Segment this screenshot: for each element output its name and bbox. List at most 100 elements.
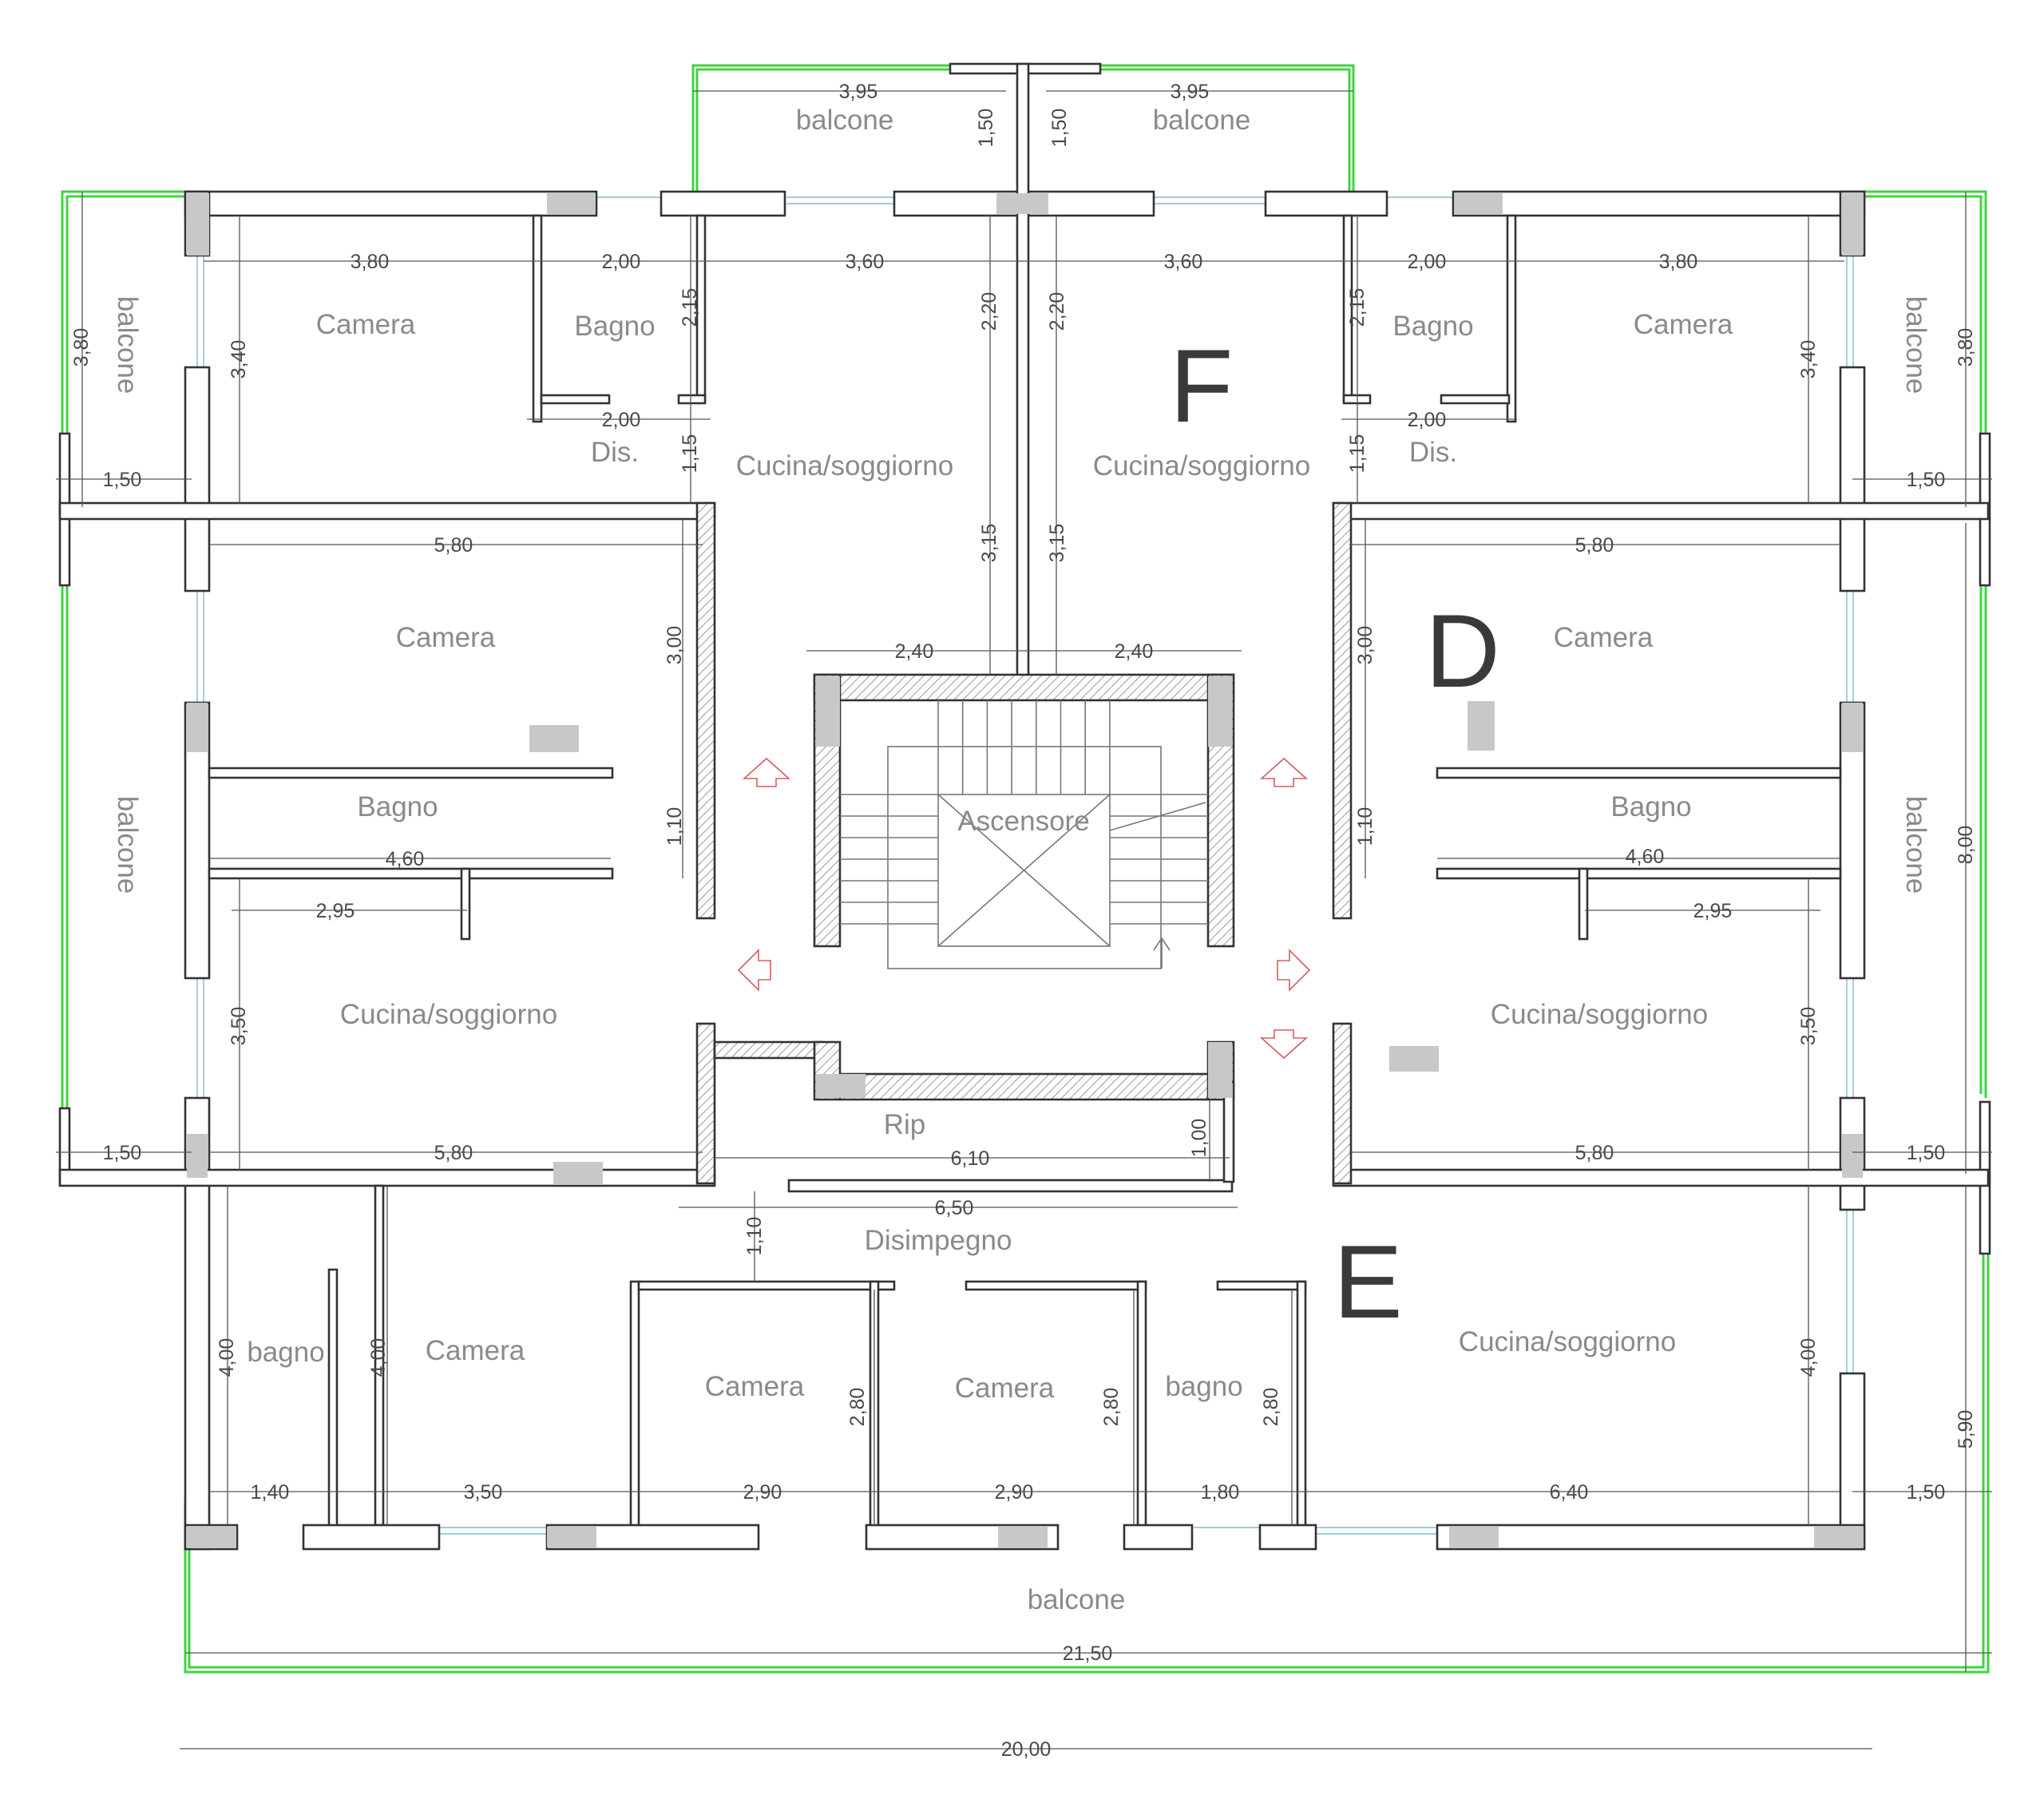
dimension-label: 1,40 — [251, 1481, 290, 1504]
dimension-label: 2,95 — [1693, 900, 1733, 922]
dimension-label: 2,00 — [1408, 251, 1447, 273]
dimension-label: 1,50 — [975, 109, 997, 148]
room-label: balcone — [1028, 1584, 1126, 1615]
dimension-label: 3,80 — [351, 251, 390, 273]
dimension-label: 2,90 — [995, 1481, 1034, 1504]
dimension-label: 2,20 — [978, 292, 1000, 331]
dimension-label: 3,00 — [1354, 626, 1377, 665]
dimension-label: 1,15 — [679, 434, 701, 474]
room-label: Cucina/soggiorno — [736, 450, 953, 481]
room-label: bagno — [247, 1337, 324, 1368]
dimension-label: 4,00 — [367, 1338, 390, 1377]
dimension-label: 1,15 — [1346, 434, 1369, 474]
dimension-label: 5,80 — [1575, 1142, 1614, 1164]
dimension-label: 3,50 — [1797, 1007, 1820, 1046]
dimension-label: 8,00 — [1955, 826, 1977, 865]
dimension-label: 1,10 — [664, 807, 686, 846]
room-label: Camera — [955, 1373, 1055, 1404]
room-label: Disimpegno — [865, 1225, 1012, 1256]
dimension-label: 1,50 — [1048, 109, 1071, 148]
dimension-label: 5,90 — [1955, 1410, 1977, 1449]
dimension-label: 2,20 — [1046, 292, 1068, 331]
dimension-labels: 3,95 3,95 3,80 2,00 3,60 3,60 2,00 3,80 … — [103, 81, 1946, 1761]
dimension-label: 2,80 — [846, 1388, 869, 1427]
unit-label-e: E — [1333, 1223, 1403, 1340]
dimension-label: 5,80 — [434, 534, 473, 557]
dimension-label: 3,40 — [228, 340, 250, 379]
dimension-label: 3,95 — [839, 81, 878, 103]
room-label: Camera — [705, 1371, 805, 1402]
dimension-label: 3,80 — [1659, 251, 1698, 273]
room-label: Camera — [316, 309, 416, 340]
dimension-label: 3,40 — [1797, 340, 1820, 379]
dimension-label: 3,80 — [70, 328, 93, 367]
dimension-label: 1,00 — [1188, 1119, 1210, 1158]
dimension-label: 1,50 — [1907, 469, 1946, 491]
room-labels: balcone balcone Camera Bagno Dis. Cucina… — [112, 105, 1931, 1615]
dimension-label: 2,80 — [1100, 1388, 1123, 1427]
dimension-label: 21,50 — [1063, 1643, 1113, 1665]
room-label: Cucina/soggiorno — [1491, 999, 1708, 1030]
dimension-label: 1,10 — [1354, 807, 1377, 846]
room-label: Camera — [396, 622, 496, 653]
dimension-label: 2,00 — [1408, 409, 1447, 431]
dimension-label: 4,60 — [386, 848, 425, 870]
dimension-label: 3,00 — [664, 626, 686, 665]
room-label: balcone — [112, 296, 143, 394]
dimension-label: 4,00 — [216, 1338, 238, 1377]
room-label: bagno — [1165, 1371, 1242, 1402]
dimension-label: 2,90 — [743, 1481, 782, 1504]
room-label: balcone — [112, 796, 143, 894]
stair-arrows — [737, 757, 1311, 1060]
dimension-label: 20,00 — [1001, 1738, 1052, 1761]
dimension-label: 3,15 — [1046, 524, 1068, 563]
room-label: Ascensore — [957, 806, 1089, 837]
dimension-label: 4,60 — [1626, 846, 1665, 868]
room-label: balcone — [796, 105, 894, 136]
dimension-label: 5,80 — [1575, 534, 1614, 557]
dimension-label: 3,60 — [846, 251, 885, 273]
dimension-label: 4,00 — [1797, 1338, 1820, 1377]
room-label: Bagno — [574, 311, 655, 342]
dimension-label: 1,80 — [1201, 1481, 1240, 1504]
dimension-label: 2,00 — [602, 251, 641, 273]
balcony-outlines — [61, 64, 1990, 1674]
dimension-label: 1,10 — [743, 1217, 766, 1256]
room-label: Rip — [884, 1109, 926, 1140]
room-label: balcone — [1153, 105, 1251, 136]
dimension-label: 1,50 — [103, 469, 142, 491]
dimension-label: 5,80 — [434, 1142, 473, 1164]
dimension-label: 2,15 — [1346, 288, 1369, 327]
dimension-label: 3,15 — [978, 524, 1000, 563]
dimension-lines — [56, 90, 1992, 1750]
room-label: Cucina/soggiorno — [1459, 1326, 1676, 1357]
dimension-label: 6,10 — [951, 1147, 990, 1170]
stairwell — [840, 700, 1208, 969]
room-label: Bagno — [357, 791, 438, 822]
dimension-label: 3,60 — [1164, 251, 1203, 273]
dimension-label: 1,50 — [1907, 1142, 1946, 1164]
dimension-label: 2,15 — [679, 288, 701, 327]
pillars — [187, 193, 1864, 1547]
dimension-label: 2,40 — [1115, 640, 1154, 663]
room-label: Camera — [1634, 309, 1733, 340]
unit-labels: F D E — [1170, 327, 1500, 1340]
room-label: Cucina/soggiorno — [340, 999, 557, 1030]
dimension-label: 1,50 — [103, 1142, 142, 1164]
room-label: Camera — [426, 1335, 525, 1366]
room-label: Cucina/soggiorno — [1093, 450, 1310, 481]
dimension-label: 6,40 — [1550, 1481, 1589, 1504]
dimension-label: 2,00 — [602, 409, 641, 431]
room-label: Bagno — [1610, 791, 1691, 822]
dimension-label: 3,50 — [228, 1007, 250, 1046]
room-label: Bagno — [1392, 311, 1473, 342]
dimension-label: 3,80 — [1955, 328, 1977, 367]
unit-label-d: D — [1425, 592, 1500, 709]
dimension-labels-vertical: 1,50 1,50 3,80 3,80 3,40 3,40 2,15 2,15 … — [70, 109, 1977, 1449]
dimension-label: 6,50 — [935, 1197, 974, 1219]
dimension-label: 2,80 — [1260, 1388, 1282, 1427]
dimension-label: 1,50 — [1907, 1481, 1946, 1504]
unit-label-f: F — [1170, 327, 1233, 444]
room-label: balcone — [1900, 796, 1931, 894]
